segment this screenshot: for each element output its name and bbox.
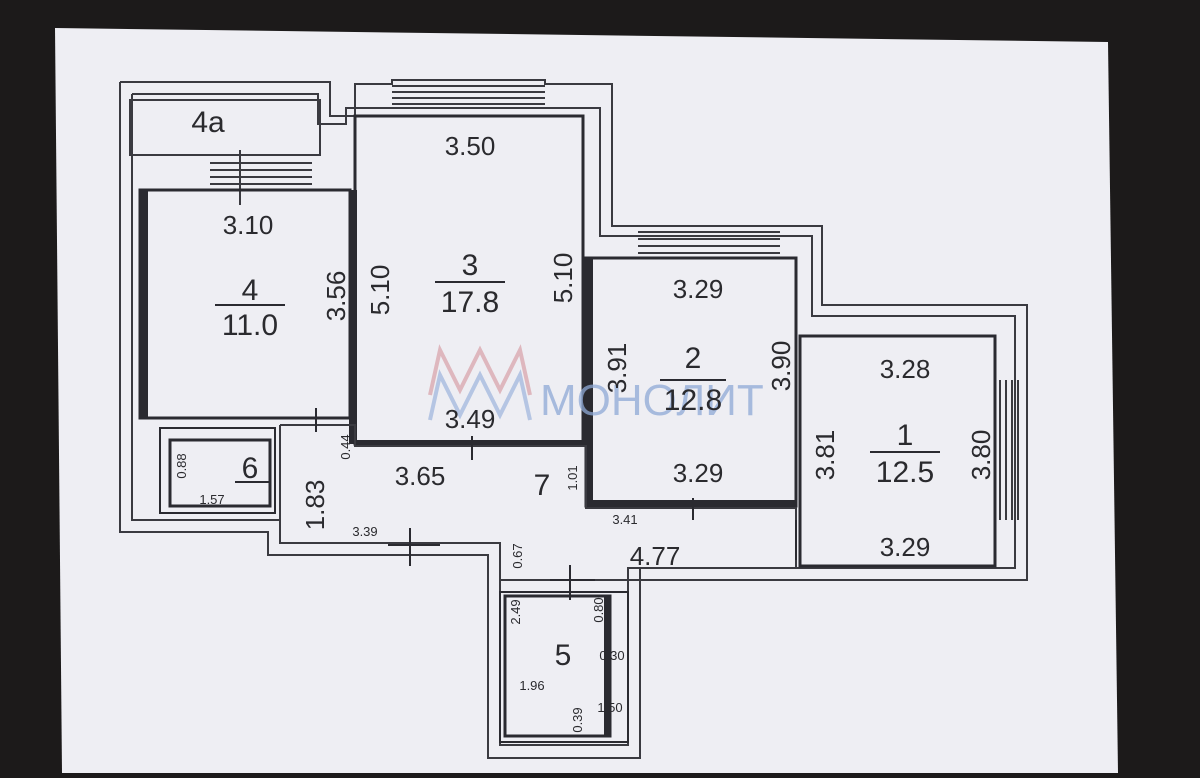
dim-r2-bottom: 3.29 bbox=[673, 458, 724, 488]
room-3-number: 3 bbox=[462, 249, 479, 282]
dim-r4-right: 3.56 bbox=[321, 271, 351, 322]
dim-r5-039: 0.39 bbox=[570, 707, 585, 732]
room-1-number: 1 bbox=[897, 419, 914, 452]
room-5-number: 5 bbox=[555, 639, 572, 672]
dim-r5-080: 0.80 bbox=[591, 597, 606, 622]
room-2-area: 12.8 bbox=[664, 384, 722, 417]
dim-hall-341: 3.41 bbox=[612, 512, 637, 527]
dim-hall-339: 3.39 bbox=[352, 524, 377, 539]
dim-hall-101: 1.01 bbox=[565, 465, 580, 490]
room-5-outline bbox=[499, 591, 629, 743]
room-7-outline bbox=[279, 424, 797, 581]
dim-r3-right: 5.10 bbox=[548, 253, 578, 304]
dim-r3-bottom: 3.49 bbox=[445, 404, 496, 434]
room-2-number: 2 bbox=[685, 342, 702, 375]
dim-r3-top: 3.50 bbox=[445, 131, 496, 161]
room-3-outline bbox=[349, 114, 585, 446]
room-3-area: 17.8 bbox=[441, 286, 499, 319]
windows bbox=[210, 85, 1019, 520]
dim-hall-365: 3.65 bbox=[395, 461, 446, 491]
dim-hall-183: 1.83 bbox=[300, 480, 330, 531]
room-1-outline bbox=[798, 334, 997, 568]
room-6-outline bbox=[159, 427, 276, 514]
dim-r6-height: 0.88 bbox=[174, 453, 189, 478]
room-4-number: 4 bbox=[242, 274, 259, 307]
dim-r3-left: 5.10 bbox=[365, 265, 395, 316]
dim-r2-top: 3.29 bbox=[673, 274, 724, 304]
dim-hall-044: 0.44 bbox=[338, 434, 353, 459]
watermark-logo-icon bbox=[428, 344, 532, 421]
room-7-number: 7 bbox=[534, 469, 551, 502]
door-marks bbox=[315, 408, 797, 600]
dim-r2-left: 3.91 bbox=[602, 343, 632, 394]
dim-r1-right: 3.80 bbox=[966, 430, 996, 481]
dim-r1-left: 3.81 bbox=[810, 430, 840, 481]
dim-r5-249: 2.49 bbox=[508, 599, 523, 624]
room-6-number: 6 bbox=[242, 452, 259, 485]
dim-r5-196: 1.96 bbox=[519, 678, 544, 693]
room-4a-number: 4а bbox=[191, 106, 225, 139]
dim-hall-067: 0.67 bbox=[510, 543, 525, 568]
room-1-area: 12.5 bbox=[876, 456, 934, 489]
dim-r5-150: 1.50 bbox=[597, 700, 622, 715]
dim-r2-right: 3.90 bbox=[766, 341, 796, 392]
room-4-area: 11.0 bbox=[222, 309, 278, 342]
room-2-outline bbox=[584, 256, 798, 508]
dim-hall-477: 4.77 bbox=[630, 541, 681, 571]
room-4a-outline bbox=[129, 99, 321, 156]
watermark-text: МОНОЛИТ bbox=[540, 376, 764, 425]
dim-r1-top: 3.28 bbox=[880, 354, 931, 384]
dim-r6-width: 1.57 bbox=[199, 492, 224, 507]
dim-r1-bottom: 3.29 bbox=[880, 532, 931, 562]
dim-r4-top: 3.10 bbox=[223, 210, 274, 240]
dim-r5-030: 0.30 bbox=[599, 648, 624, 663]
